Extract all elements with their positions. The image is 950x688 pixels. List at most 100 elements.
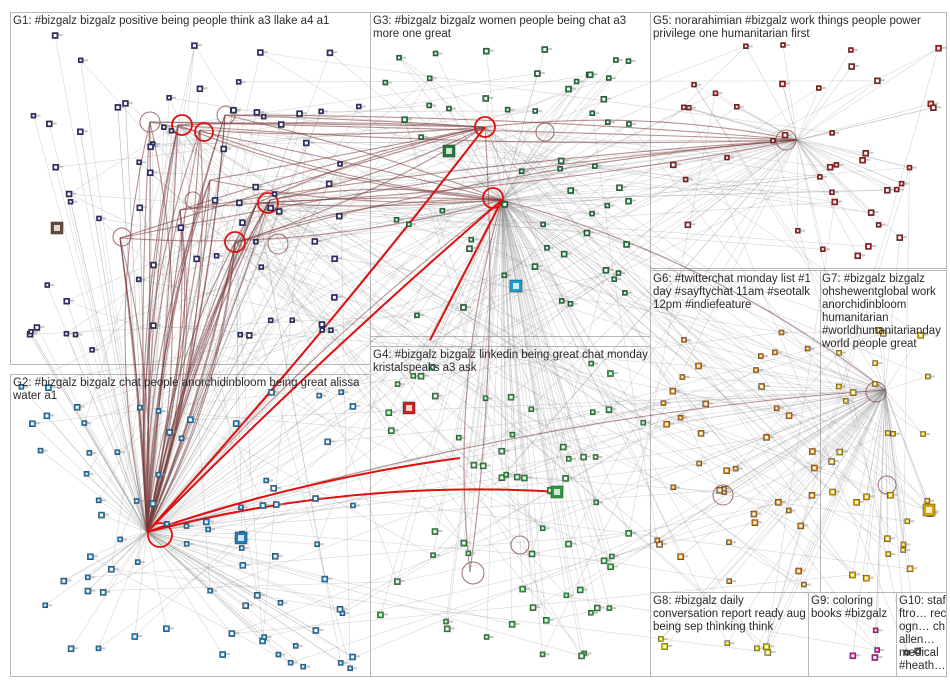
- self-loop: [184, 191, 202, 209]
- node-inner: [116, 105, 120, 109]
- edge: [163, 73, 538, 128]
- node-inner: [561, 445, 565, 449]
- node-inner: [430, 365, 434, 369]
- edge: [208, 389, 886, 530]
- node-inner: [796, 229, 799, 232]
- edge: [501, 199, 513, 625]
- node-shadow: [780, 331, 789, 334]
- node-inner: [851, 391, 855, 395]
- edge: [781, 332, 886, 391]
- node-inner: [277, 209, 281, 213]
- edge: [501, 199, 597, 503]
- edge: [98, 218, 148, 533]
- node-inner: [241, 563, 245, 567]
- node-inner: [780, 82, 784, 86]
- edge: [242, 199, 503, 223]
- node-inner: [714, 92, 717, 95]
- node-shadow: [821, 248, 830, 251]
- edge: [501, 199, 607, 271]
- edge: [484, 126, 928, 501]
- node-inner: [85, 472, 88, 475]
- edge: [146, 106, 737, 533]
- node-inner: [888, 493, 892, 497]
- edge: [591, 113, 615, 280]
- node-inner: [560, 299, 563, 302]
- node-inner: [148, 171, 152, 175]
- edge-heavy: [224, 114, 503, 201]
- node-inner: [337, 214, 341, 218]
- node-shadow: [485, 635, 494, 638]
- node-shadow: [137, 278, 146, 281]
- edge: [63, 531, 148, 582]
- node-inner: [881, 331, 885, 335]
- node-inner: [46, 386, 50, 390]
- node-shadow: [273, 193, 282, 196]
- edge: [543, 139, 798, 225]
- node-shadow: [88, 451, 97, 454]
- edge: [501, 199, 551, 491]
- edge: [657, 389, 886, 541]
- node-shadow: [682, 338, 691, 341]
- node-shadow: [595, 501, 604, 504]
- node-inner: [138, 161, 141, 164]
- edge: [190, 419, 434, 556]
- edge: [663, 389, 886, 404]
- edge: [592, 113, 921, 336]
- edge: [501, 189, 888, 201]
- node-inner: [209, 589, 212, 592]
- edge: [146, 297, 335, 533]
- node-shadow: [744, 45, 753, 48]
- node-inner: [850, 573, 854, 577]
- edge: [836, 164, 897, 190]
- node-inner: [530, 408, 533, 411]
- edge: [796, 87, 820, 141]
- node-inner: [787, 509, 790, 512]
- edge: [434, 199, 503, 532]
- node-inner: [875, 79, 879, 83]
- node-shadow: [728, 580, 737, 583]
- node-inner: [294, 644, 297, 647]
- node-inner: [569, 189, 573, 193]
- edge: [21, 266, 262, 388]
- node-inner: [521, 587, 525, 591]
- edge: [30, 331, 148, 533]
- node-inner: [522, 476, 526, 480]
- node-inner: [329, 329, 332, 332]
- edge: [86, 473, 148, 533]
- edge: [146, 395, 320, 533]
- edge: [432, 139, 798, 556]
- edge: [796, 139, 872, 213]
- edge: [501, 199, 629, 202]
- node-shadow: [583, 652, 592, 655]
- edge: [484, 126, 878, 651]
- edge: [501, 74, 591, 201]
- edge: [90, 531, 148, 558]
- edge: [146, 123, 630, 533]
- node-inner: [810, 450, 814, 454]
- node-inner: [877, 328, 881, 332]
- edge: [501, 199, 608, 206]
- edge: [501, 88, 569, 201]
- node-inner: [258, 51, 262, 55]
- node-shadow: [835, 163, 844, 166]
- node-inner: [349, 667, 352, 670]
- node-shadow: [567, 457, 576, 460]
- node-shadow: [434, 52, 443, 55]
- edge: [501, 81, 577, 201]
- edge: [234, 201, 835, 243]
- node-inner: [503, 274, 506, 277]
- node-shadow: [900, 182, 909, 185]
- edge: [501, 199, 611, 567]
- edge: [125, 103, 805, 585]
- node-shadow: [505, 473, 514, 476]
- node-inner: [213, 198, 217, 202]
- edge: [501, 199, 567, 596]
- node-inner: [54, 165, 58, 169]
- node-inner: [67, 192, 71, 196]
- edge: [723, 389, 886, 490]
- node-shadow: [29, 330, 38, 333]
- edge: [442, 199, 503, 211]
- node-inner: [594, 455, 597, 458]
- node-inner: [833, 200, 837, 204]
- edge: [146, 74, 589, 533]
